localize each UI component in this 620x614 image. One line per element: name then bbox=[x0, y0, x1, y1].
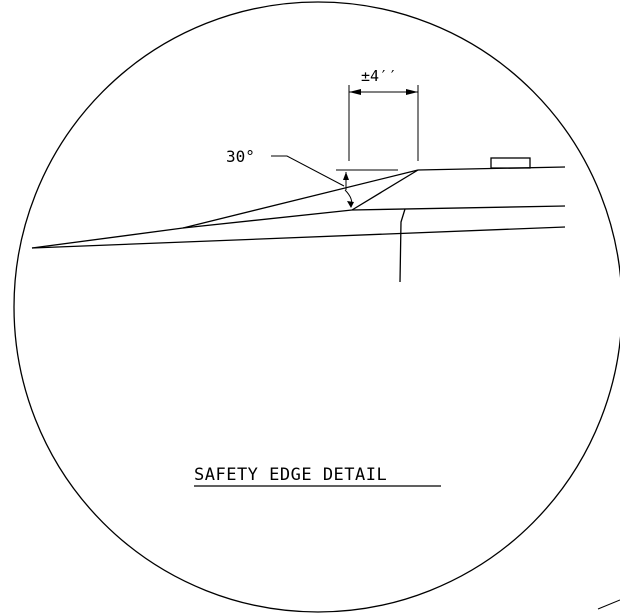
detail-title: SAFETY EDGE DETAIL bbox=[194, 465, 387, 485]
dimension-arrow-right bbox=[406, 89, 418, 95]
base-layer-line bbox=[31, 226, 566, 249]
foreslope-line bbox=[31, 227, 184, 249]
angle-arrow-bottom bbox=[347, 201, 354, 208]
safety-edge-top bbox=[182, 169, 419, 229]
pavement-mid-layer bbox=[351, 205, 566, 211]
pavement-marker bbox=[490, 157, 531, 169]
angle-label: 30° bbox=[226, 147, 255, 166]
dimension-arrow-left bbox=[349, 89, 361, 95]
angle-leader-line bbox=[271, 155, 345, 187]
subgrade-edge-line bbox=[399, 208, 406, 283]
angle-arrow-top bbox=[343, 172, 349, 180]
dimension-label: ±4′′ bbox=[361, 67, 397, 85]
detail-leader-line bbox=[597, 599, 620, 610]
safety-edge-slope bbox=[351, 169, 419, 211]
detail-circle bbox=[13, 1, 620, 613]
shoulder-layer-line bbox=[182, 209, 353, 229]
